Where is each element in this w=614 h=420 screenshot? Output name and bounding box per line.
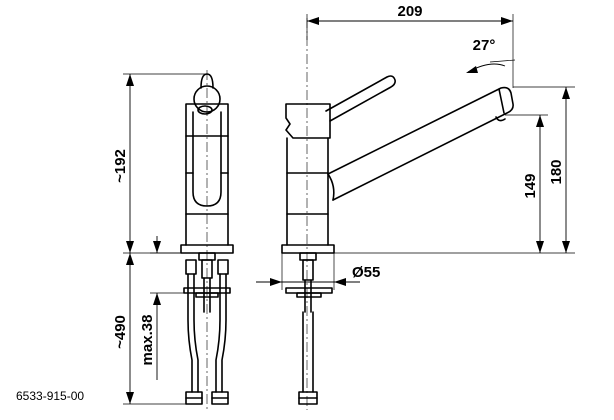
label-spout-height-outer: 180 [548,159,565,184]
label-spout-height-inner: 149 [522,173,539,198]
label-total-width: 209 [397,3,422,20]
dimension-labels: 209 27° ~192 180 149 Ø55 ~490 max.38 653… [16,3,565,403]
label-spout-angle: 27° [473,37,496,54]
side-view [281,18,514,410]
label-hose-length: ~490 [112,315,129,349]
label-base-diameter: Ø55 [352,264,380,281]
dimension-lines [123,14,575,405]
front-view [180,70,234,410]
label-max-thickness: max.38 [139,315,156,366]
label-body-height: ~192 [112,149,129,183]
product-code: 6533-915-00 [16,389,84,403]
